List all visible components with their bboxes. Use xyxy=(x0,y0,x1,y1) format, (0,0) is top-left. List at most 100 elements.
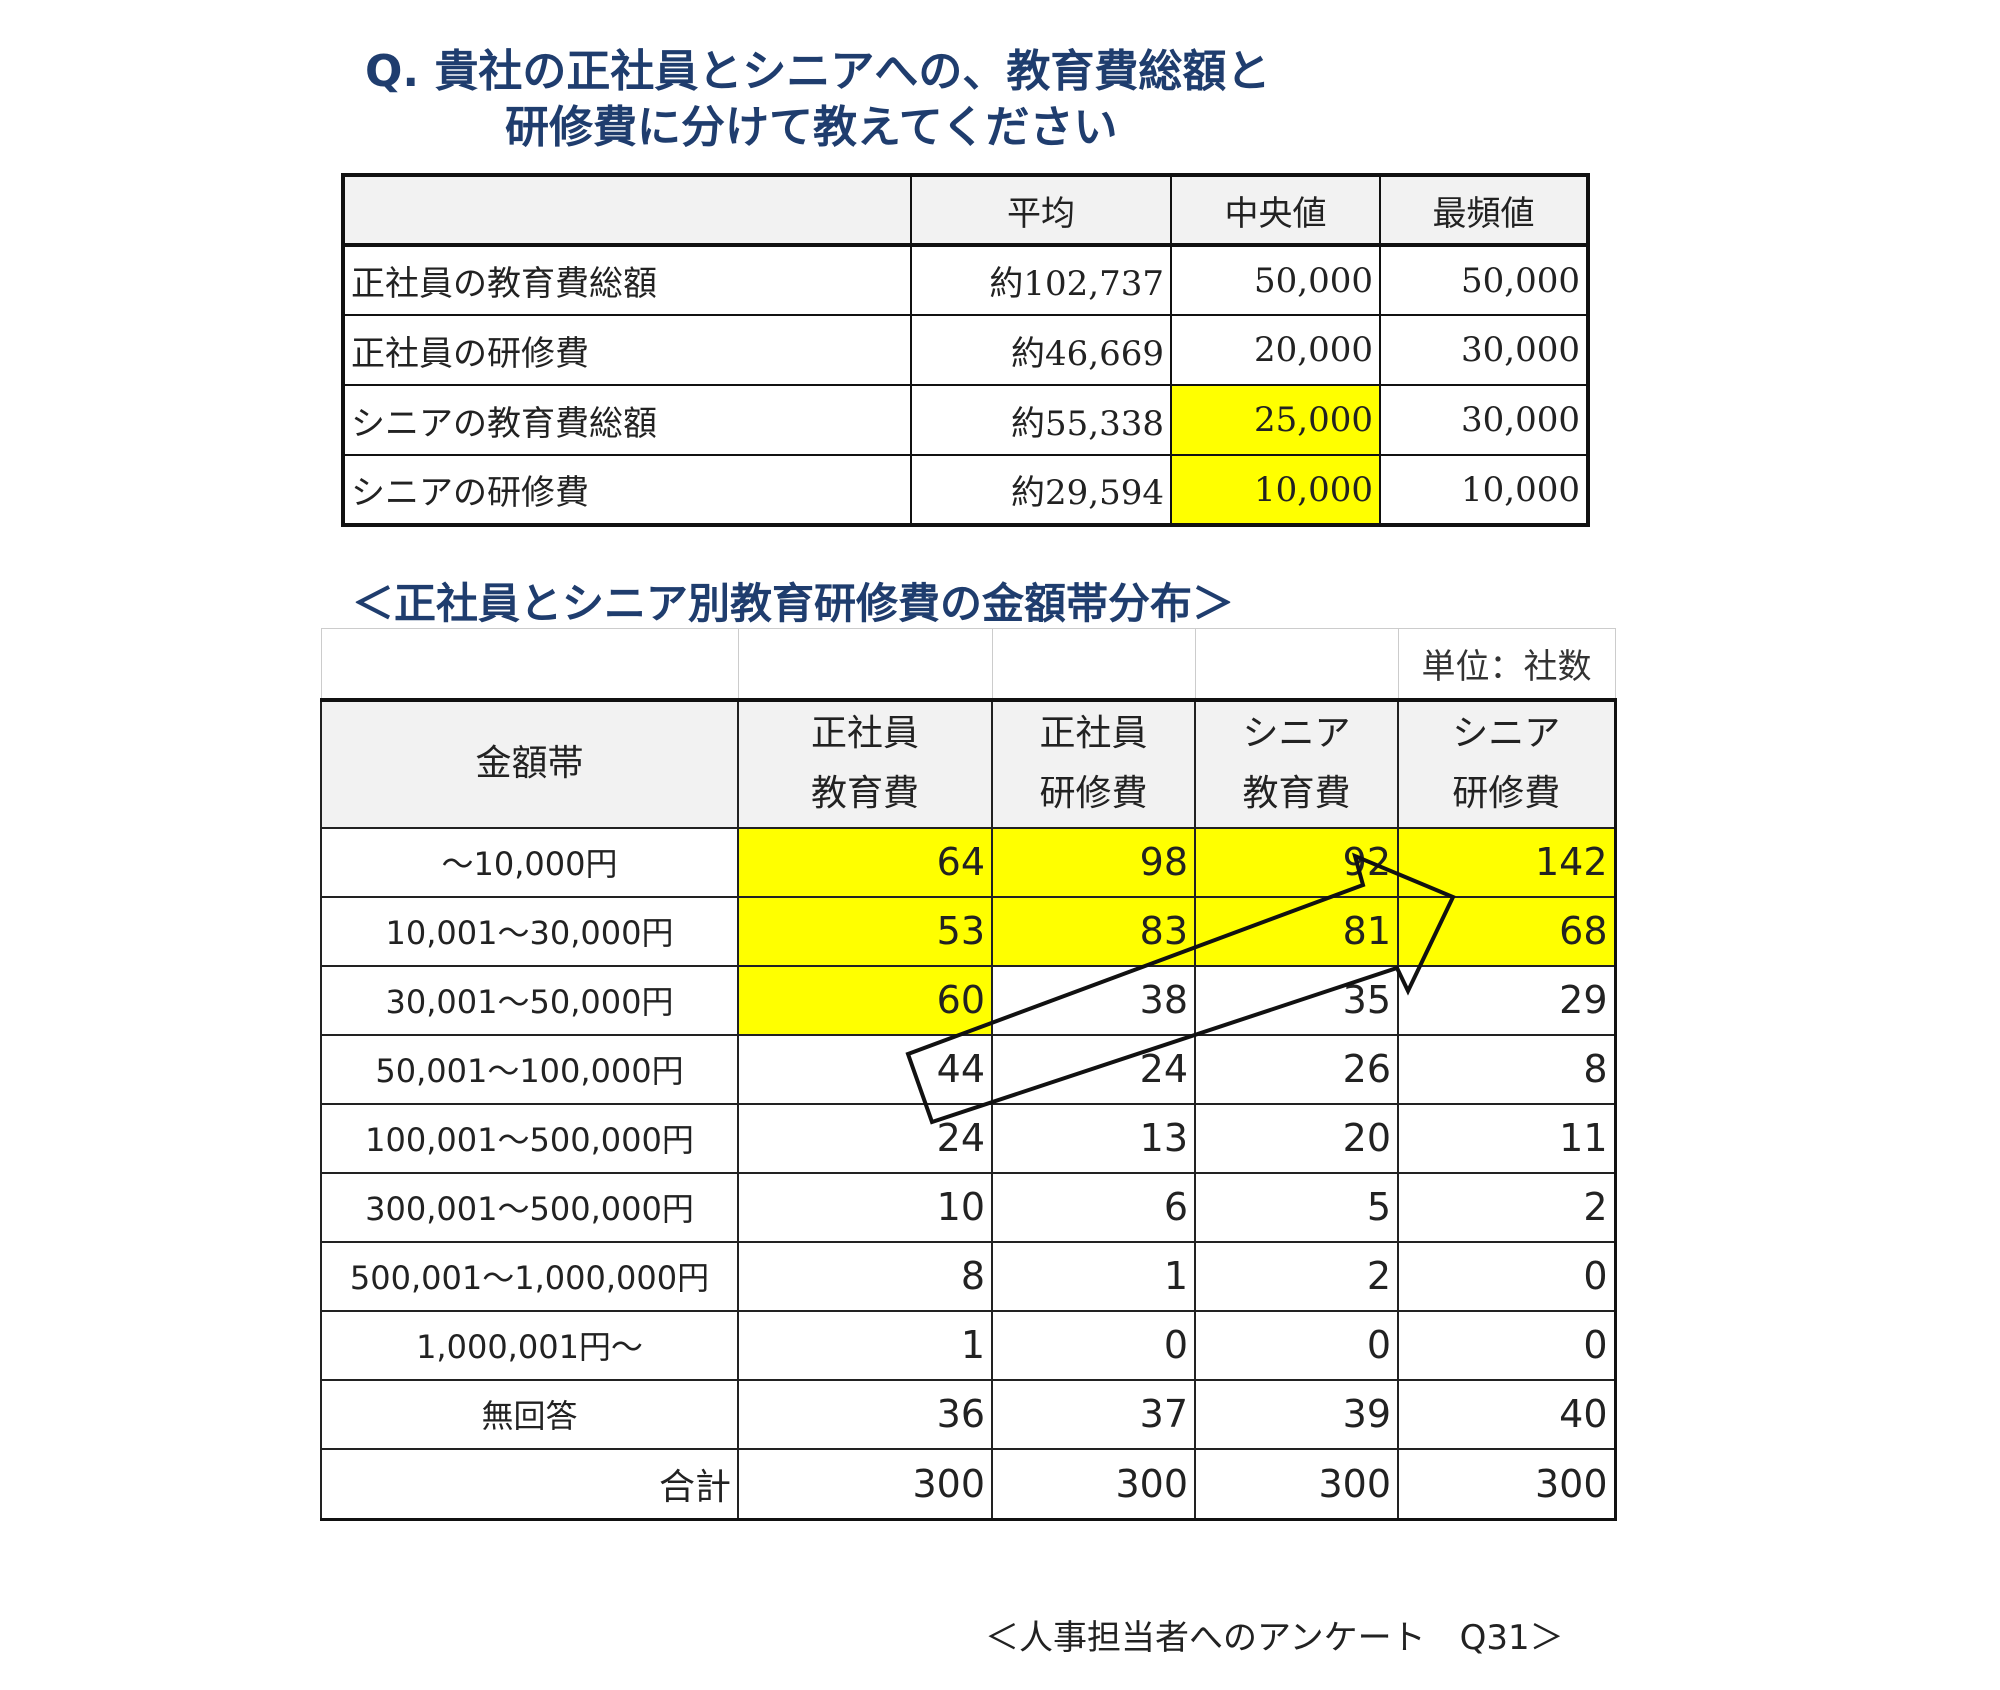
count-cell: 81 xyxy=(1194,895,1399,967)
total-cell: 300 xyxy=(991,1447,1196,1521)
column-header-line: 研修費 xyxy=(1452,773,1561,814)
count-cell: 38 xyxy=(991,964,1196,1036)
count-cell: 2 xyxy=(1397,1171,1617,1243)
distribution-subtitle: ＜正社員とシニア別教育研修費の金額帯分布＞ xyxy=(352,579,1235,628)
band-label: 300,001～500,000円 xyxy=(320,1171,739,1243)
band-label: 30,001～50,000円 xyxy=(320,964,739,1036)
total-cell: 300 xyxy=(737,1447,993,1521)
count-cell: 1 xyxy=(991,1240,1196,1312)
unit-row: 単位：社数 xyxy=(320,628,1616,702)
total-cell: 300 xyxy=(1397,1447,1617,1521)
band-label: 500,001～1,000,000円 xyxy=(320,1240,739,1312)
title-line-1: Q. 貴社の正社員とシニアへの、教育費総額と xyxy=(365,46,1271,97)
blank-cell xyxy=(320,628,739,702)
row-label: シニアの教育費総額 xyxy=(342,384,912,456)
mean-value: 約55,338 xyxy=(910,384,1172,456)
header-mode: 最頻値 xyxy=(1379,174,1589,247)
count-cell: 37 xyxy=(991,1378,1196,1450)
count-cell: 20 xyxy=(1194,1102,1399,1174)
band-label: 1,000,001円～ xyxy=(320,1309,739,1381)
column-header: シニア教育費 xyxy=(1194,698,1399,829)
count-cell: 35 xyxy=(1194,964,1399,1036)
column-header-line: 教育費 xyxy=(1242,773,1351,814)
count-cell: 142 xyxy=(1397,826,1617,898)
header-band: 金額帯 xyxy=(320,698,739,829)
count-cell: 5 xyxy=(1194,1171,1399,1243)
blank-cell xyxy=(1194,628,1399,702)
title-line-2: 研修費に分けて教えてください xyxy=(505,102,1118,153)
count-cell: 29 xyxy=(1397,964,1617,1036)
count-cell: 98 xyxy=(991,826,1196,898)
column-header: シニア研修費 xyxy=(1397,698,1617,829)
count-cell: 64 xyxy=(737,826,993,898)
column-header-line: 研修費 xyxy=(1039,773,1148,814)
mode-value: 30,000 xyxy=(1379,314,1589,386)
count-cell: 8 xyxy=(1397,1033,1617,1105)
mean-value: 約102,737 xyxy=(910,244,1172,316)
count-cell: 0 xyxy=(1397,1309,1617,1381)
unit-label: 単位：社数 xyxy=(1397,628,1616,702)
total-label: 合計 xyxy=(320,1447,739,1521)
band-label: 無回答 xyxy=(320,1378,739,1450)
column-header-line: 正社員 xyxy=(810,713,919,754)
band-label: 50,001～100,000円 xyxy=(320,1033,739,1105)
source-footer: ＜人事担当者へのアンケート Q31＞ xyxy=(985,1618,1564,1658)
median-value: 25,000 xyxy=(1170,384,1381,456)
row-label: 正社員の教育費総額 xyxy=(342,244,912,316)
distribution-table: 単位：社数 金額帯 正社員教育費正社員研修費シニア教育費シニア研修費 ～10,0… xyxy=(320,628,1617,1521)
distribution-header-row: 金額帯 正社員教育費正社員研修費シニア教育費シニア研修費 xyxy=(320,698,1617,829)
column-header-line: シニア xyxy=(1242,713,1351,754)
column-header: 正社員教育費 xyxy=(737,698,993,829)
total-cell: 300 xyxy=(1194,1447,1399,1521)
row-label: シニアの研修費 xyxy=(342,454,912,526)
band-label: 10,001～30,000円 xyxy=(320,895,739,967)
mode-value: 30,000 xyxy=(1379,384,1589,456)
count-cell: 24 xyxy=(991,1033,1196,1105)
count-cell: 24 xyxy=(737,1102,993,1174)
count-cell: 92 xyxy=(1194,826,1399,898)
count-cell: 60 xyxy=(737,964,993,1036)
count-cell: 13 xyxy=(991,1102,1196,1174)
band-label: 100,001～500,000円 xyxy=(320,1102,739,1174)
blank-cell xyxy=(991,628,1196,702)
mean-value: 約29,594 xyxy=(910,454,1172,526)
count-cell: 2 xyxy=(1194,1240,1399,1312)
mean-value: 約46,669 xyxy=(910,314,1172,386)
mode-value: 50,000 xyxy=(1379,244,1589,316)
header-median: 中央値 xyxy=(1170,174,1381,247)
summary-header-row: 平均 中央値 最頻値 xyxy=(342,174,1589,247)
count-cell: 36 xyxy=(737,1378,993,1450)
count-cell: 11 xyxy=(1397,1102,1617,1174)
count-cell: 1 xyxy=(737,1309,993,1381)
band-label: ～10,000円 xyxy=(320,826,739,898)
count-cell: 68 xyxy=(1397,895,1617,967)
count-cell: 0 xyxy=(991,1309,1196,1381)
count-cell: 0 xyxy=(1397,1240,1617,1312)
count-cell: 8 xyxy=(737,1240,993,1312)
count-cell: 83 xyxy=(991,895,1196,967)
count-cell: 39 xyxy=(1194,1378,1399,1450)
count-cell: 26 xyxy=(1194,1033,1399,1105)
count-cell: 6 xyxy=(991,1171,1196,1243)
header-mean: 平均 xyxy=(910,174,1172,247)
median-value: 10,000 xyxy=(1170,454,1381,526)
column-header: 正社員研修費 xyxy=(991,698,1196,829)
header-blank xyxy=(342,174,912,247)
blank-cell xyxy=(737,628,993,702)
column-header-line: 教育費 xyxy=(810,773,919,814)
median-value: 50,000 xyxy=(1170,244,1381,316)
